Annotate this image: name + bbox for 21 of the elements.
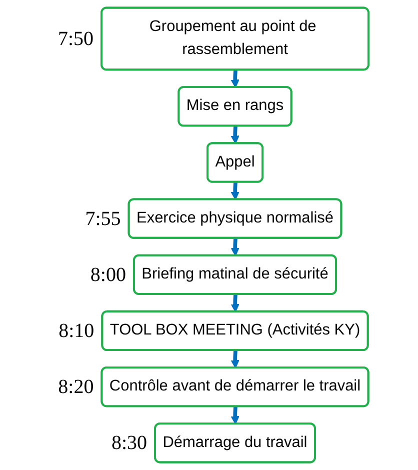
time-label: 7:50 — [58, 28, 94, 51]
arrow — [230, 182, 240, 200]
arrow — [230, 350, 240, 368]
process-box: Briefing matinal de sécurité — [132, 254, 338, 295]
process-box: Mise en rangs — [178, 86, 292, 127]
process-box: Exercice physique normalisé — [128, 198, 342, 239]
arrow — [230, 70, 240, 88]
arrow — [230, 294, 240, 312]
arrow — [230, 126, 240, 144]
time-label: 8:10 — [58, 320, 94, 343]
process-box: Démarrage du travail — [154, 422, 316, 464]
arrow — [230, 238, 240, 256]
time-label: 8:00 — [90, 264, 126, 287]
process-box: Contrôle avant de démarrer le travail — [100, 366, 370, 408]
time-label: 7:55 — [85, 208, 121, 231]
process-box: Groupement au point de rassemblement — [100, 6, 370, 71]
process-box: TOOL BOX MEETING (Activités KY) — [101, 310, 369, 352]
time-label: 8:20 — [58, 376, 94, 399]
process-box: Appel — [206, 142, 264, 183]
time-label: 8:30 — [111, 432, 148, 455]
arrow — [230, 406, 240, 424]
